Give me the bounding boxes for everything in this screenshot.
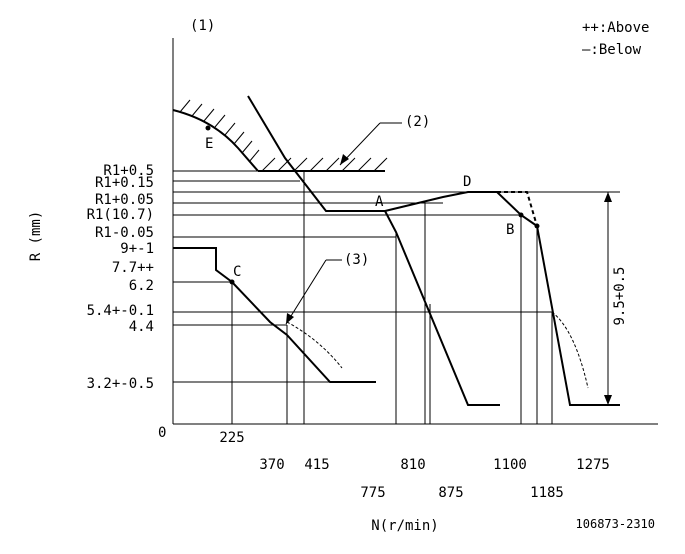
y-label-44: 4.4 (129, 319, 154, 335)
point-c-marker (229, 279, 235, 285)
y-label-r1-minus-005: R1-0.05 (95, 225, 154, 241)
y-label-54: 5.4+-0.1 (87, 303, 154, 319)
point-e-label: E (205, 136, 213, 152)
y-tick-labels: R1+0.5 R1+0.15 R1+0.05 R1(10.7) R1-0.05 … (87, 163, 154, 392)
vertical-leaders (231, 171, 553, 424)
start-dashed-curve (286, 321, 343, 369)
x-label-1185: 1185 (530, 485, 564, 501)
callout-3-label: (3) (344, 252, 369, 268)
y-label-62: 6.2 (129, 278, 154, 294)
origin-label: 0 (158, 425, 166, 441)
curve-e-hatch (172, 99, 260, 172)
y-label-77: 7.7++ (112, 260, 154, 276)
x-axis-title: N(r/min) (371, 518, 438, 534)
drawing-number: 106873-2310 (576, 517, 655, 531)
legend-below: —:Below (582, 42, 642, 58)
x-label-225: 225 (219, 430, 244, 446)
y-label-r1-plus-005: R1+0.05 (95, 192, 154, 208)
y-label-9: 9+-1 (120, 241, 154, 257)
x-label-1100: 1100 (493, 457, 527, 473)
callout-2-label: (2) (405, 114, 430, 130)
y-label-r1: R1(10.7) (87, 207, 154, 223)
x-label-370: 370 (259, 457, 284, 473)
dimension-label: 9.5+0.5 (612, 266, 628, 325)
stopper-hatch (258, 157, 388, 172)
dimension-arrow (604, 192, 612, 405)
point-d-label: D (463, 174, 471, 190)
point-b-label: B (506, 222, 514, 238)
start-curve-c (173, 247, 376, 383)
x-label-1275: 1275 (576, 457, 610, 473)
point-e-marker (205, 125, 211, 131)
end-dashed-curve (551, 311, 589, 389)
y-label-32: 3.2+-0.5 (87, 376, 154, 392)
x-label-775: 775 (360, 485, 385, 501)
upper-governor-curve (247, 95, 385, 212)
x-label-875: 875 (438, 485, 463, 501)
point-b2-marker (534, 223, 540, 229)
main-governor-curve (384, 191, 620, 406)
y-label-r1-plus-05: R1+0.5 (103, 163, 154, 179)
x-label-810: 810 (400, 457, 425, 473)
y-label-r1-plus-015: R1+0.15 (95, 175, 154, 191)
legend-above: ++:Above (582, 20, 649, 36)
y-axis-title: R (mm) (28, 211, 44, 262)
point-b-marker (518, 212, 524, 218)
point-c-label: C (233, 264, 241, 280)
drop-curve-a (384, 210, 500, 406)
above-dashed-curve (497, 191, 538, 227)
horizontal-leaders (173, 170, 620, 383)
x-label-415: 415 (304, 457, 329, 473)
figure-index: (1) (190, 18, 215, 34)
callout-3-leader (285, 259, 342, 325)
x-tick-labels: 225 370 415 775 810 875 1100 1185 1275 (219, 430, 610, 501)
callout-2-leader (339, 122, 402, 166)
point-a-label: A (375, 194, 384, 210)
